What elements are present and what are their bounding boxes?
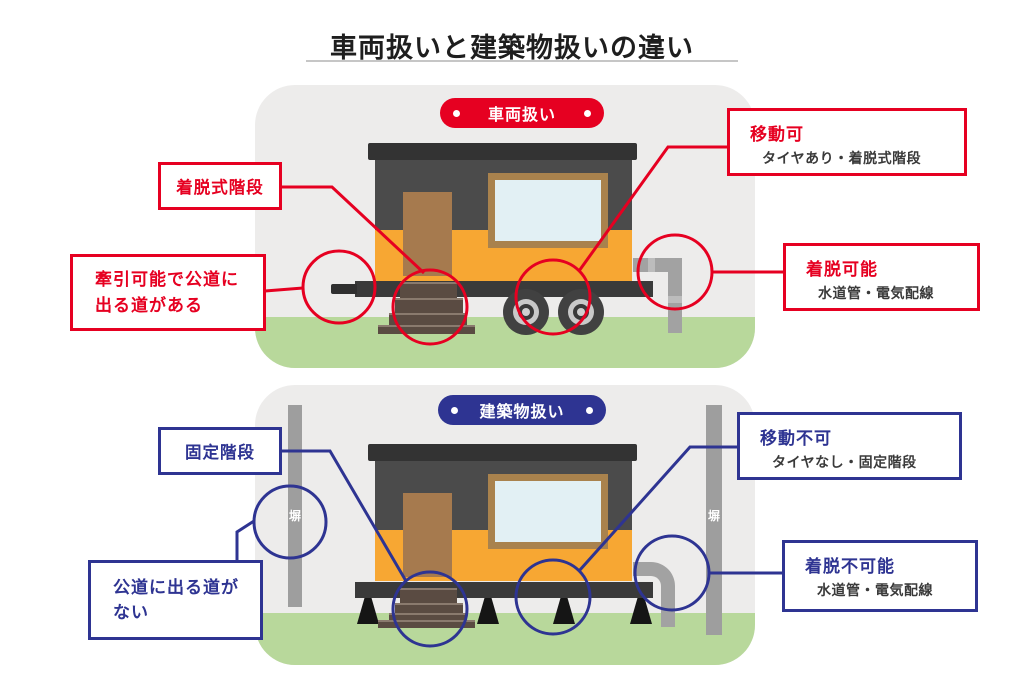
stair-step xyxy=(400,282,457,298)
label-title: 着脱可能 xyxy=(806,260,878,279)
stair-step xyxy=(395,298,463,313)
label-subtitle: 水道管・電気配線 xyxy=(817,582,933,598)
label-no-road: 公道に出る道が ない xyxy=(88,560,263,640)
jack-stand xyxy=(553,598,575,624)
jack-stand xyxy=(477,598,499,624)
house-door xyxy=(403,493,452,577)
fence-label-right: 塀 xyxy=(707,509,720,523)
wheel-cap xyxy=(522,308,530,316)
vehicle-badge-label: 車両扱い xyxy=(487,107,556,124)
label-text: 着脱式階段 xyxy=(176,179,264,197)
building-badge-label: 建築物扱い xyxy=(479,404,565,421)
wheel xyxy=(558,289,604,335)
pipe-joint xyxy=(648,258,655,272)
stair-step xyxy=(400,588,457,603)
building-panel: 塀 塀 xyxy=(255,385,755,665)
label-line2: 出る道がある xyxy=(95,295,203,315)
badge-dot xyxy=(583,109,591,117)
house-roof xyxy=(368,444,637,461)
page-title: 車両扱いと建築物扱いの違い xyxy=(330,33,694,63)
label-fixed-stairs: 固定階段 xyxy=(158,427,282,475)
label-detachable-utilities: 着脱可能 水道管・電気配線 xyxy=(783,243,980,311)
label-title: 移動可 xyxy=(750,125,804,144)
badge-dot xyxy=(451,406,458,414)
vehicle-badge: 車両扱い xyxy=(440,98,604,128)
label-movable: 移動可 タイヤあり・着脱式階段 xyxy=(727,108,967,176)
wheel-cap xyxy=(577,308,585,316)
house-window xyxy=(488,474,608,549)
label-title: 移動不可 xyxy=(760,429,832,448)
badge-dot xyxy=(585,406,593,414)
pipe-joint xyxy=(668,296,682,303)
label-line1: 牽引可能で公道に xyxy=(95,270,239,289)
title-underline xyxy=(306,60,738,62)
trailer-roof xyxy=(368,143,637,160)
stair-step xyxy=(395,603,463,613)
label-subtitle: タイヤなし・固定階段 xyxy=(772,454,917,470)
label-title: 着脱不可能 xyxy=(805,557,895,576)
stair-step xyxy=(389,313,467,325)
label-subtitle: タイヤあり・着脱式階段 xyxy=(762,150,922,166)
label-towable: 牽引可能で公道に 出る道がある xyxy=(70,254,266,331)
label-line2: ない xyxy=(113,603,149,622)
label-subtitle: 水道管・電気配線 xyxy=(818,285,934,301)
fence-post-left xyxy=(288,405,302,607)
tow-hitch xyxy=(331,284,357,294)
label-immovable: 移動不可 タイヤなし・固定階段 xyxy=(737,412,962,480)
wheel xyxy=(503,289,549,335)
label-text: 固定階段 xyxy=(185,444,255,462)
label-line1: 公道に出る道が xyxy=(113,577,239,597)
stair-step xyxy=(389,613,467,620)
badge-dot xyxy=(453,109,460,117)
trailer-door xyxy=(403,192,452,276)
stair-step xyxy=(378,325,475,334)
trailer-window xyxy=(488,173,608,248)
stair-step xyxy=(378,620,475,628)
grass-bottom xyxy=(255,613,755,665)
jack-stand xyxy=(357,598,379,624)
label-fixed-utilities: 着脱不可能 水道管・電気配線 xyxy=(782,540,978,612)
connector-road xyxy=(235,519,255,560)
label-removable-stairs: 着脱式階段 xyxy=(158,162,282,210)
building-badge: 建築物扱い xyxy=(438,395,606,425)
fence-label-left: 塀 xyxy=(288,509,301,523)
